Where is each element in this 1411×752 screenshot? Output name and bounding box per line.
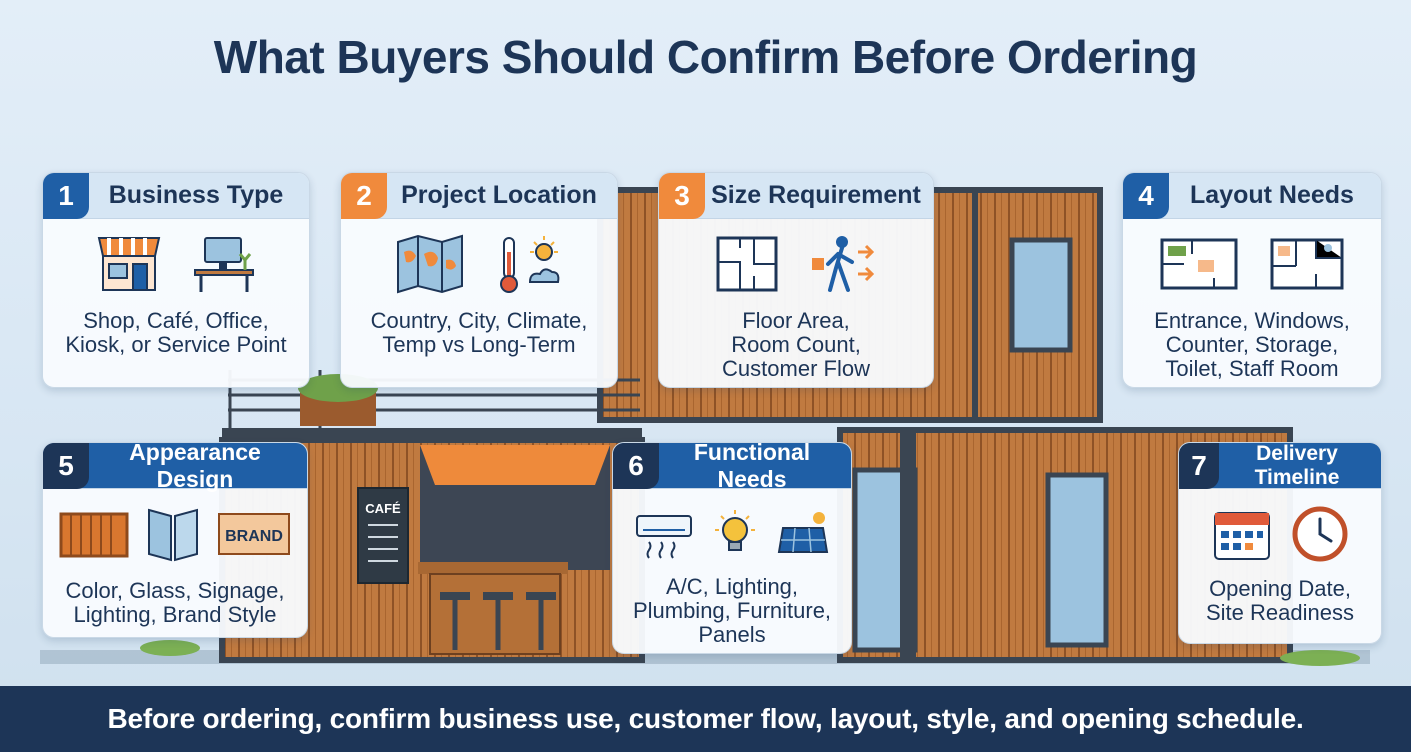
- card-line: Panels: [698, 622, 766, 647]
- card-title: Functional Needs: [693, 442, 811, 492]
- card-title: Delivery Timeline: [1254, 442, 1340, 489]
- room-plan-icon: [1270, 238, 1344, 290]
- card-line: Customer Flow: [722, 356, 870, 381]
- container-color-icon: [59, 512, 129, 558]
- card-line: A/C, Lighting,: [665, 574, 799, 599]
- card-functional-needs: 6 Functional Needs A/C, Lighting, Plumbi…: [612, 442, 852, 654]
- card-number: 2: [341, 173, 387, 219]
- brand-sign-icon: BRAND: [218, 513, 290, 555]
- floor-plan-icon: [716, 236, 778, 292]
- card-number: 7: [1179, 443, 1219, 489]
- card-appearance-design: 5 Appearance Design BRAND Color, Glass, …: [42, 442, 308, 638]
- cafe-sign-text: CAFÉ: [365, 501, 401, 516]
- calendar-icon: [1214, 512, 1270, 560]
- card-line: Color, Glass, Signage,: [65, 578, 285, 603]
- card-line: Floor Area,: [742, 308, 850, 333]
- card-line: Entrance, Windows,: [1154, 308, 1350, 333]
- clock-icon: [1292, 506, 1348, 562]
- air-conditioner-icon: [636, 515, 692, 559]
- card-delivery-timeline: 7 Delivery Timeline Opening Date, Site R…: [1178, 442, 1382, 644]
- card-line: Country, City, Climate,: [370, 308, 588, 333]
- solar-panel-icon: [777, 512, 829, 553]
- card-title: Business Type: [108, 181, 284, 209]
- card-title: Layout Needs: [1190, 181, 1354, 209]
- card-title: Size Requirement: [711, 181, 921, 209]
- card-number: 3: [659, 173, 705, 219]
- shop-icon: [97, 237, 161, 291]
- page-title: What Buyers Should Confirm Before Orderi…: [213, 31, 1198, 83]
- world-map-icon: [397, 234, 463, 294]
- card-number: 5: [43, 443, 89, 489]
- light-bulb-icon: [715, 510, 755, 551]
- card-line: Counter, Storage,: [1165, 332, 1339, 357]
- card-line: Opening Date,: [1209, 576, 1351, 601]
- card-number: 4: [1123, 173, 1169, 219]
- card-title: Appearance Design: [129, 442, 261, 492]
- customer-flow-icon: [812, 236, 875, 292]
- brand-sign-text: BRAND: [225, 528, 283, 545]
- card-line: Plumbing, Furniture,: [632, 598, 832, 623]
- office-desk-icon: [194, 237, 254, 292]
- layout-plan-icon: [1160, 238, 1238, 290]
- card-layout-needs: 4 Layout Needs Entrance, Windows, Counte…: [1122, 172, 1382, 388]
- card-line: Kiosk, or Service Point: [65, 332, 287, 357]
- card-line: Temp vs Long-Term: [382, 332, 576, 357]
- card-size-requirement: 3 Size Requirement Floor Area, Room Coun…: [658, 172, 934, 388]
- card-number: 6: [613, 443, 659, 489]
- footer-text: Before ordering, confirm business use, c…: [107, 703, 1304, 734]
- card-line: Site Readiness: [1206, 600, 1354, 625]
- card-number: 1: [43, 173, 89, 219]
- card-line: Toilet, Staff Room: [1165, 356, 1339, 381]
- card-title: Project Location: [401, 181, 597, 209]
- card-business-type: 1 Business Type Shop, Café, Office, Kios…: [42, 172, 310, 388]
- card-line: Shop, Café, Office,: [83, 308, 269, 333]
- footer-banner: Before ordering, confirm business use, c…: [0, 686, 1411, 752]
- glass-panel-icon: [148, 508, 198, 562]
- card-line: Lighting, Brand Style: [73, 602, 277, 627]
- thermometer-weather-icon: [500, 236, 560, 293]
- card-line: Room Count,: [731, 332, 861, 357]
- card-project-location: 2 Project Location Country, City, Climat…: [340, 172, 618, 388]
